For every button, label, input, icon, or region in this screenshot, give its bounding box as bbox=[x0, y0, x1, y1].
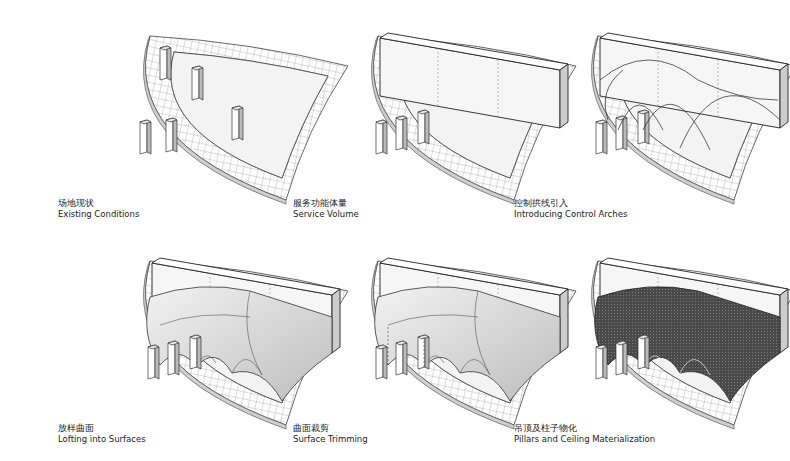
caption-text: Surface Trimming bbox=[293, 435, 368, 445]
caption-text: 控制拱线引入 bbox=[514, 199, 568, 209]
caption-text: 曲面裁剪 bbox=[293, 424, 329, 434]
caption-text: 放样曲面 bbox=[58, 424, 94, 434]
caption-text: 服务功能体量 bbox=[293, 199, 347, 209]
caption-text: Introducing Control Arches bbox=[514, 210, 627, 220]
panel-trimming bbox=[371, 258, 576, 429]
caption-text: 场地现状 bbox=[58, 199, 94, 209]
caption-text: 吊顶及柱子物化 bbox=[514, 424, 577, 434]
panel-existing bbox=[140, 36, 348, 204]
caption-text: Pillars and Ceiling Materialization bbox=[514, 435, 655, 445]
panel-lofting bbox=[143, 258, 348, 429]
panel-volume bbox=[371, 33, 576, 204]
caption-text: Existing Conditions bbox=[58, 210, 139, 220]
caption-text: Service Volume bbox=[293, 210, 359, 220]
panel-arches bbox=[591, 33, 790, 204]
caption-text: Lofting into Surfaces bbox=[58, 435, 146, 445]
panel-materialization bbox=[591, 258, 790, 429]
